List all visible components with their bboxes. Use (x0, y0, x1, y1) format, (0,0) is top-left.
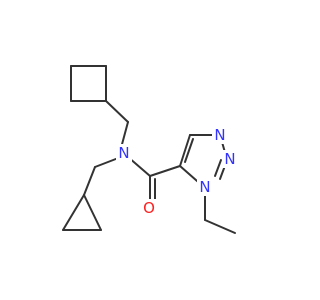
atom-carbonyl-oxygen: O (140, 199, 158, 217)
ring-n2-label: N (224, 150, 235, 168)
cyclobutyl-ring (70, 65, 107, 102)
molecule-structure: N O N N N (62, 65, 238, 234)
ethyl-chain (204, 192, 236, 234)
atom-ring-n2: N (222, 150, 238, 168)
atom-ring-n3: N (212, 126, 228, 144)
cyclopropyl-ring (62, 194, 102, 231)
atom-ring-n1: N (197, 178, 213, 196)
cyclopropylmethyl-chain (83, 156, 122, 196)
amide-nitrogen-label: N (118, 144, 129, 162)
carbonyl-oxygen-label: O (143, 199, 155, 217)
cyclobutylmethyl-chain (105, 100, 129, 149)
amide-bonds (127, 156, 181, 204)
ring-n3-label: N (214, 126, 225, 144)
atom-amide-nitrogen: N (116, 144, 132, 162)
ring-n1-label: N (199, 178, 210, 196)
